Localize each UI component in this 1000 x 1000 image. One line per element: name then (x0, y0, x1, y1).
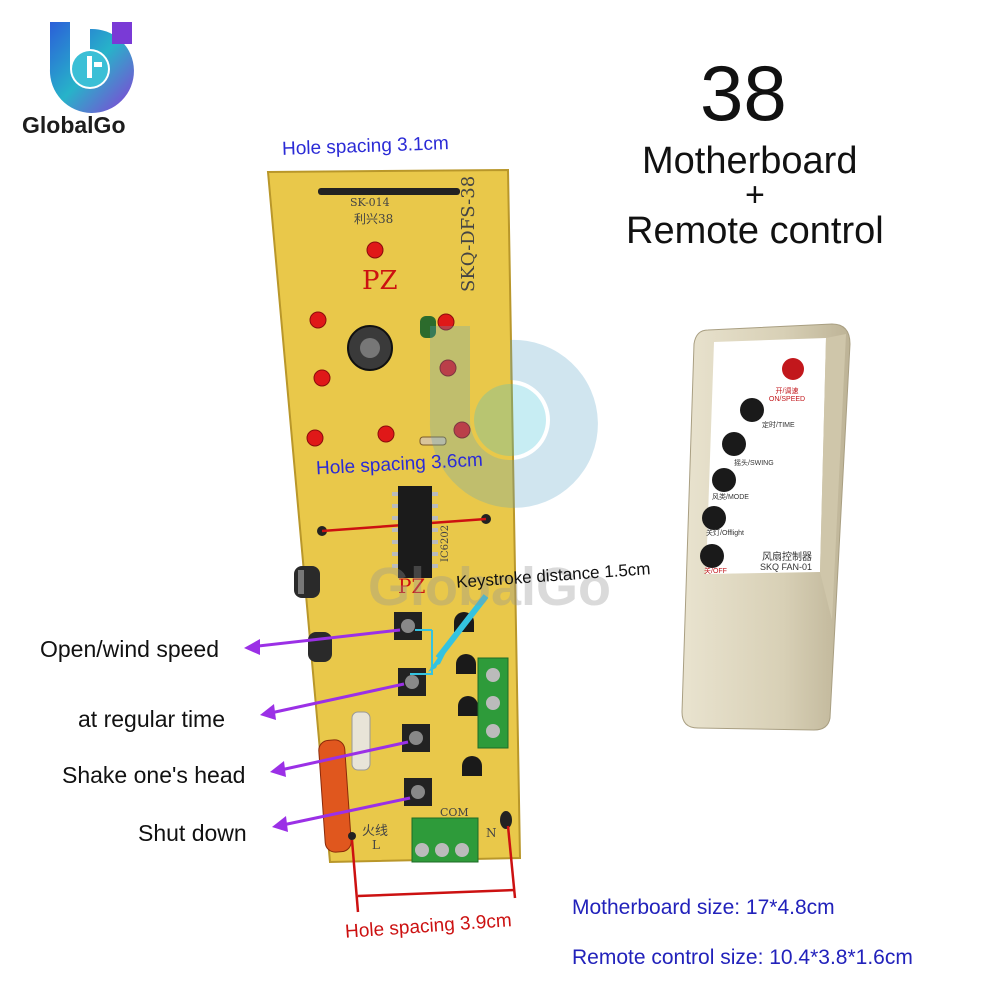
watermark-logo-icon (429, 326, 598, 508)
com-label: COM (440, 806, 469, 819)
function-label-regular-time: at regular time (78, 706, 226, 732)
function-label-shake-head: Shake one's head (62, 762, 246, 788)
fuse (318, 739, 352, 853)
top-mount-slot (318, 188, 460, 195)
tactile-switches (394, 612, 432, 806)
model-number: 38 (700, 49, 787, 137)
remote-button-label: 关灯/Offlight (706, 530, 744, 537)
ic-chip (398, 486, 432, 578)
function-label-shut-down: Shut down (138, 820, 247, 846)
function-label-open-wind-speed: Open/wind speed (40, 636, 220, 662)
motherboard-size-label: Motherboard size: 17*4.8cm (572, 896, 835, 919)
board-code: SK-014 (350, 196, 390, 209)
headline-plus: + (745, 176, 765, 214)
remote-button-off[interactable] (700, 544, 724, 568)
remote-button-label: 风类/MODE (712, 494, 749, 501)
remote-button-mode[interactable] (712, 468, 736, 492)
remote-control-illustration (681, 323, 851, 731)
remote-button-label: 关/OFF (704, 568, 727, 575)
bottom-hole-dimension (350, 825, 517, 913)
remote-button-label: 摇头/SWING (734, 460, 774, 467)
remote-model: SKQ FAN-01 (760, 562, 813, 572)
function-arrows (244, 628, 411, 832)
watermark: GlobalGo (368, 557, 611, 617)
remote-button-on-speed[interactable] (782, 358, 804, 380)
remote-size-label: Remote control size: 10.4*3.8*1.6cm (572, 946, 913, 969)
capacitor (294, 566, 320, 598)
headline-remote-control: Remote control (626, 210, 884, 252)
board-pz-mark-lower: PZ (398, 574, 426, 598)
remote-button-offlight[interactable] (702, 506, 726, 530)
brand-name: GlobalGo (22, 112, 126, 138)
n-label: N (486, 826, 497, 840)
capacitor (308, 632, 332, 662)
remote-button-label: 开/调速 ON/SPEED (768, 388, 806, 403)
remote-button-time[interactable] (740, 398, 764, 422)
live-label: 火线 (362, 824, 389, 839)
remote-button-label: 定时/TIME (762, 422, 795, 429)
led-indicators (306, 241, 471, 447)
board-pz-mark: PZ (362, 266, 398, 296)
board-side-code: SKQ-DFS-38 (458, 175, 479, 292)
headline-motherboard: Motherboard (642, 140, 858, 182)
remote-button-swing[interactable] (722, 432, 746, 456)
board-code-cn: 利兴38 (354, 212, 394, 226)
l-label: L (372, 838, 380, 852)
remote-title: 风扇控制器 (762, 552, 812, 563)
globalgo-logo-icon (49, 22, 134, 113)
